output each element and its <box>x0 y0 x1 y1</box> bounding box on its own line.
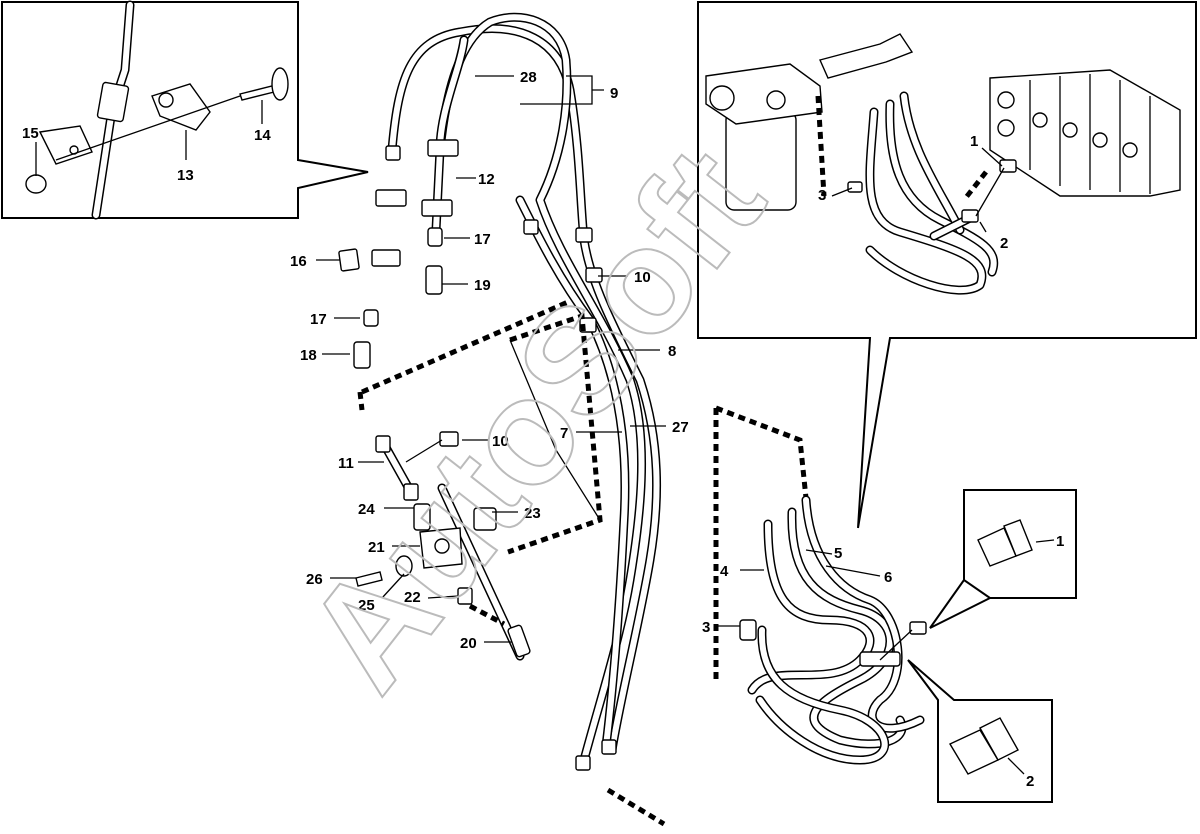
callout-28: 28 <box>520 69 537 86</box>
callout-15: 15 <box>22 125 39 142</box>
fitting-24 <box>413 503 431 531</box>
callout-17: 17 <box>474 231 491 248</box>
callout-16: 16 <box>290 253 307 270</box>
callout-10b: 10 <box>492 433 509 450</box>
end-fitting-7 <box>601 739 617 755</box>
clamp-12-lower <box>421 199 453 217</box>
detail-inset-adapter-1 <box>929 489 1077 629</box>
callout-7: 7 <box>560 425 568 442</box>
control-valve-block <box>989 69 1181 197</box>
callout-2-detail: 2 <box>1026 773 1034 790</box>
elbow-fitting <box>847 181 863 193</box>
callout-11: 11 <box>338 455 354 472</box>
callout-14: 14 <box>254 127 271 144</box>
callout-17b: 17 <box>310 311 327 328</box>
connector-10b <box>439 431 459 447</box>
callout-1-detail: 1 <box>1056 533 1064 550</box>
nipple-17b <box>363 309 379 327</box>
callout-3: 3 <box>702 619 710 636</box>
callout-19: 19 <box>474 277 491 294</box>
callout-8: 8 <box>668 343 676 360</box>
elbow-3 <box>739 619 757 641</box>
adapter-2 <box>961 209 979 223</box>
callout-23: 23 <box>524 505 541 522</box>
callout-3-inset: 3 <box>818 187 826 204</box>
callout-27: 27 <box>672 419 689 436</box>
fitting-28-mid <box>523 219 539 235</box>
adapter-bundle <box>859 651 901 667</box>
screw-26 <box>355 571 383 587</box>
nut-11 <box>375 435 391 453</box>
nut <box>25 174 47 194</box>
callout-18: 18 <box>300 347 317 364</box>
end-fitting-20 <box>507 624 531 658</box>
fitting-19 <box>425 265 443 295</box>
callout-13: 13 <box>177 167 194 184</box>
callout-20: 20 <box>460 635 477 652</box>
nut-11b <box>403 483 419 501</box>
fitting-9-mid <box>575 227 593 243</box>
detail-inset-clamp <box>1 0 369 220</box>
adapter-1-small <box>909 621 927 635</box>
callout-22: 22 <box>404 589 421 606</box>
fitting-18 <box>353 341 371 369</box>
callout-2-inset: 2 <box>1000 235 1008 252</box>
detail-inset-adapter-2 <box>907 659 1053 803</box>
clamp-upper-left <box>375 189 407 207</box>
fitting-9-end <box>385 145 401 161</box>
fitting-10 <box>585 267 603 283</box>
clamp-12 <box>427 139 459 157</box>
callout-10: 10 <box>634 269 651 286</box>
clamp-lower-left <box>371 249 401 267</box>
callout-leaders <box>316 75 881 643</box>
main-hose-routing <box>338 12 809 827</box>
callout-24: 24 <box>358 501 375 518</box>
callout-5: 5 <box>834 545 842 562</box>
callout-26: 26 <box>306 571 323 588</box>
callout-21: 21 <box>368 539 385 556</box>
callout-12: 12 <box>478 171 495 188</box>
callout-25: 25 <box>358 597 375 614</box>
bolt-head <box>271 67 289 101</box>
pipe-fitting <box>96 81 130 123</box>
filter-outlet-pipe <box>819 33 914 79</box>
callout-4: 4 <box>720 563 729 580</box>
callout-6: 6 <box>884 569 892 586</box>
callout-9: 9 <box>610 85 618 102</box>
filter-head <box>705 63 823 125</box>
elbow-23 <box>473 507 497 531</box>
washer-25 <box>395 555 413 577</box>
detail-inset-valve <box>697 1 1197 529</box>
clamp-lower <box>38 125 93 165</box>
callout-1-inset: 1 <box>970 133 978 150</box>
nipple-17 <box>427 227 443 247</box>
lower-right-hose-bundle <box>739 495 927 765</box>
pad-16 <box>338 248 360 272</box>
end-fitting-28 <box>575 755 591 771</box>
